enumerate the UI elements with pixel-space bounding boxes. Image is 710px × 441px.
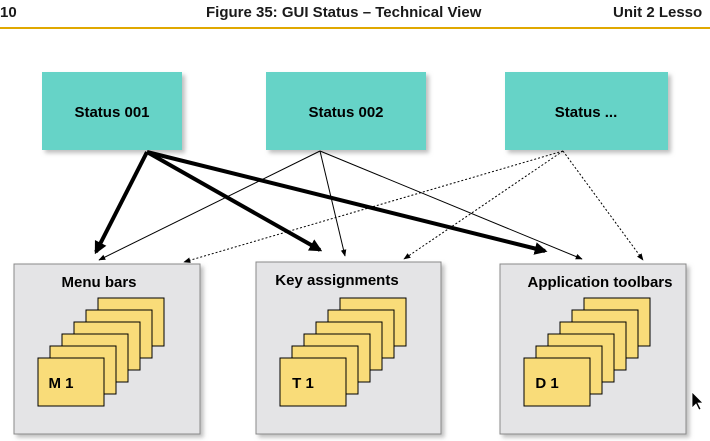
status-box-002: Status 002 bbox=[266, 72, 426, 150]
figure-title: Figure 35: GUI Status – Technical View bbox=[206, 4, 482, 21]
arrow-status002-toolbars bbox=[319, 150, 583, 260]
arrow-status002-menu bbox=[98, 150, 321, 261]
arrow-status001-menu bbox=[94, 151, 149, 255]
container-title: Key assignments bbox=[275, 272, 398, 289]
section-label: Unit 2 Lesso bbox=[613, 4, 703, 21]
card-stack bbox=[37, 297, 165, 407]
mouse-cursor-icon bbox=[691, 391, 704, 411]
card-stack bbox=[279, 297, 407, 407]
arrow-status001-toolbars bbox=[146, 150, 548, 255]
arrow-status002-keys bbox=[319, 150, 347, 257]
arrow-status001-keys bbox=[146, 150, 323, 252]
header-rule bbox=[0, 27, 710, 29]
card-label: T 1 bbox=[292, 375, 314, 392]
status-label: Status ... bbox=[555, 104, 618, 121]
container-key-assignments: Key assignments T 1 bbox=[255, 261, 442, 435]
status-label: Status 001 bbox=[74, 104, 149, 121]
page-number: 10 bbox=[0, 4, 17, 21]
page-header: 10 Figure 35: GUI Status – Technical Vie… bbox=[0, 0, 710, 29]
arrow-statusmore-toolbars bbox=[562, 150, 644, 261]
card-stack bbox=[523, 297, 651, 407]
status-label: Status 002 bbox=[308, 104, 383, 121]
container-title: Application toolbars bbox=[527, 274, 672, 291]
container-title: Menu bars bbox=[61, 274, 136, 291]
status-box-more: Status ... bbox=[505, 72, 668, 150]
card-label: D 1 bbox=[535, 375, 558, 392]
arrow-statusmore-keys bbox=[403, 150, 564, 260]
card-label: M 1 bbox=[48, 375, 73, 392]
status-box-001: Status 001 bbox=[42, 72, 182, 150]
container-application-toolbars: Application toolbars D 1 bbox=[499, 263, 687, 435]
container-menu-bars: Menu bars M 1 bbox=[13, 263, 201, 435]
